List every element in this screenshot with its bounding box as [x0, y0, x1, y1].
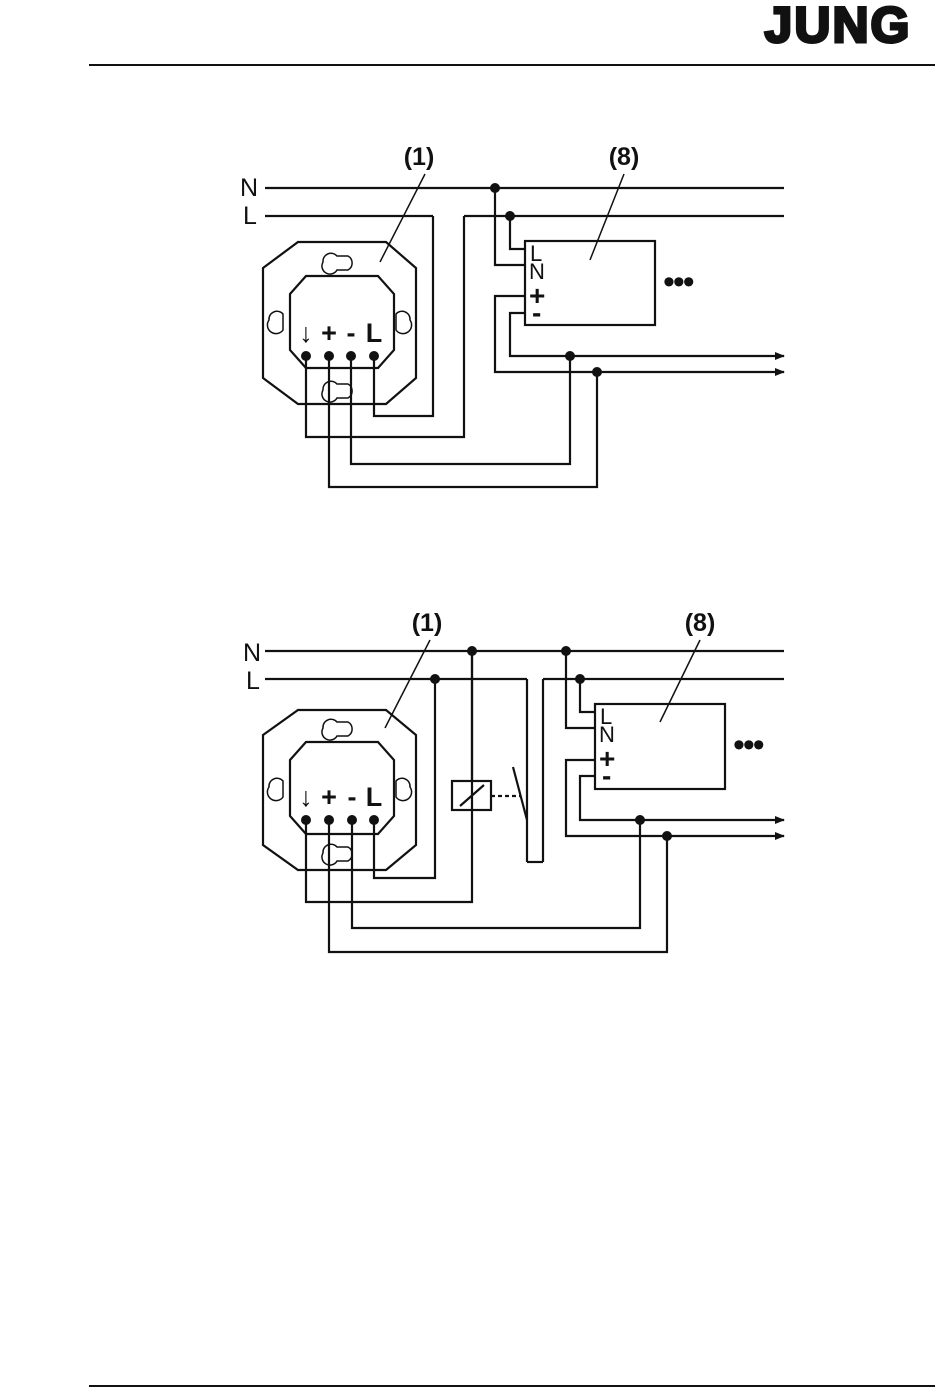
terminal-label-l: L	[366, 318, 383, 348]
phase-line-label: L	[246, 667, 260, 695]
callout-supply-label: (8)	[609, 143, 640, 171]
device-terminals	[301, 815, 379, 825]
terminal-label-minus: -	[347, 318, 356, 348]
callout-device-label: (1)	[404, 143, 435, 171]
continuation-dots: •••	[733, 726, 764, 764]
footer-rule	[89, 1385, 935, 1387]
continuation-dots: •••	[663, 263, 694, 301]
callout-device-label: (1)	[412, 609, 443, 637]
neutral-line-label: N	[243, 639, 261, 667]
callout-supply-label: (8)	[685, 609, 716, 637]
brand-logo-text: JUNG	[765, 2, 912, 50]
supply-terminal-minus: -	[532, 297, 541, 328]
terminal-label-l: L	[366, 782, 383, 812]
terminal-label-plus: +	[321, 318, 337, 348]
wiring-diagram-2: (1) (8) N L ↓ + - L L N + - •••	[0, 600, 950, 970]
header-rule	[89, 64, 935, 66]
neutral-line-label: N	[240, 174, 258, 202]
relay	[452, 679, 543, 862]
terminal-label-minus: -	[348, 782, 357, 812]
device-terminals	[301, 351, 379, 361]
terminal-label-plus: +	[321, 782, 337, 812]
wiring-diagram-1: (1) (8) N L ↓ + - L L N + - •••	[0, 130, 950, 510]
terminal-label-arrow: ↓	[299, 782, 313, 812]
supply-terminal-minus: -	[602, 760, 611, 791]
brand-logo: JUNG	[736, 2, 940, 50]
device-2	[263, 710, 416, 870]
callout-supply-leader	[660, 640, 700, 722]
device-1	[263, 242, 416, 404]
terminal-label-arrow: ↓	[299, 318, 313, 348]
phase-line-label: L	[243, 202, 257, 230]
